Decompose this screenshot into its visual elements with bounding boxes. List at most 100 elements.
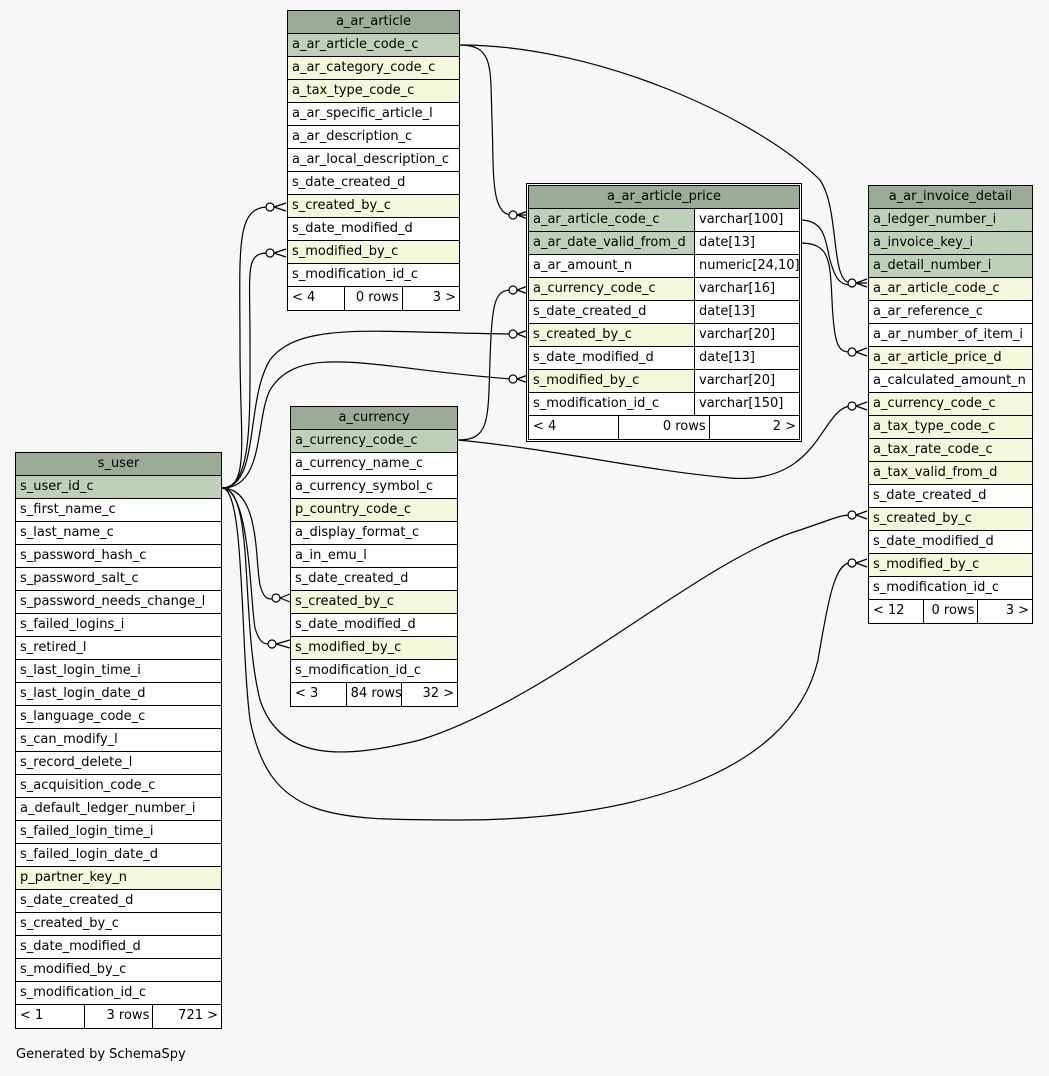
column-row[interactable]: a_currency_name_c bbox=[291, 453, 457, 476]
column-row[interactable]: s_user_id_c bbox=[16, 476, 221, 499]
column-row[interactable]: s_record_delete_l bbox=[16, 752, 221, 775]
column-row[interactable]: s_date_created_d bbox=[291, 568, 457, 591]
table-header[interactable]: a_ar_article_price bbox=[529, 186, 799, 209]
column-row[interactable]: a_calculated_amount_n bbox=[869, 370, 1032, 393]
column-row[interactable]: s_modified_by_c bbox=[869, 554, 1032, 577]
column-row[interactable]: p_partner_key_n bbox=[16, 867, 221, 890]
column-row[interactable]: s_date_modified_d bbox=[291, 614, 457, 637]
table-header[interactable]: a_ar_article bbox=[288, 11, 459, 34]
table-header[interactable]: a_currency bbox=[291, 407, 457, 430]
column-row[interactable]: a_in_emu_l bbox=[291, 545, 457, 568]
column-name: s_acquisition_code_c bbox=[20, 778, 156, 793]
table-header[interactable]: a_ar_invoice_detail bbox=[869, 186, 1032, 209]
column-row[interactable]: s_modified_by_c bbox=[288, 241, 459, 264]
column-row[interactable]: a_default_ledger_number_i bbox=[16, 798, 221, 821]
column-row[interactable]: s_created_by_c bbox=[288, 195, 459, 218]
column-row[interactable]: s_failed_login_date_d bbox=[16, 844, 221, 867]
column-row[interactable]: s_date_created_d bbox=[16, 890, 221, 913]
footer-parent-count[interactable]: < 4 bbox=[292, 290, 316, 305]
column-row[interactable]: p_country_code_c bbox=[291, 499, 457, 522]
column-row[interactable]: s_date_created_d bbox=[869, 485, 1032, 508]
column-row[interactable]: s_last_login_time_i bbox=[16, 660, 221, 683]
column-name: a_currency_code_c bbox=[873, 396, 996, 411]
column-row[interactable]: a_tax_type_code_c bbox=[869, 416, 1032, 439]
column-row[interactable]: a_ar_local_description_c bbox=[288, 149, 459, 172]
column-row[interactable]: a_ar_description_c bbox=[288, 126, 459, 149]
footer-child-count[interactable]: 32 > bbox=[422, 686, 455, 701]
column-row[interactable]: a_ar_specific_article_l bbox=[288, 103, 459, 126]
edge-price-to-invoice-price bbox=[799, 242, 851, 353]
column-row[interactable]: a_tax_rate_code_c bbox=[869, 439, 1032, 462]
footer-parent-count[interactable]: < 1 bbox=[20, 1008, 44, 1023]
column-row[interactable]: s_last_name_c bbox=[16, 522, 221, 545]
column-row[interactable]: s_language_code_c bbox=[16, 706, 221, 729]
column-row[interactable]: s_created_by_c bbox=[16, 913, 221, 936]
column-name: s_created_by_c bbox=[292, 198, 391, 213]
column-name: s_password_hash_c bbox=[20, 548, 147, 563]
column-row[interactable]: a_currency_symbol_c bbox=[291, 476, 457, 499]
column-row[interactable]: a_invoice_key_i bbox=[869, 232, 1032, 255]
column-row[interactable]: a_ar_category_code_c bbox=[288, 57, 459, 80]
column-row[interactable]: s_failed_logins_i bbox=[16, 614, 221, 637]
column-row[interactable]: s_date_modified_d bbox=[16, 936, 221, 959]
column-row[interactable]: s_created_by_c bbox=[291, 591, 457, 614]
column-row[interactable]: s_modification_id_c bbox=[869, 577, 1032, 600]
footer-parent-count[interactable]: < 12 bbox=[873, 603, 905, 618]
column-row[interactable]: s_date_created_d bbox=[288, 172, 459, 195]
column-row[interactable]: a_detail_number_i bbox=[869, 255, 1032, 278]
column-row[interactable]: s_modified_by_c bbox=[16, 959, 221, 982]
column-row[interactable]: s_password_hash_c bbox=[16, 545, 221, 568]
column-row[interactable]: s_created_by_c bbox=[869, 508, 1032, 531]
column-row[interactable]: a_display_format_c bbox=[291, 522, 457, 545]
column-name: a_ar_reference_c bbox=[873, 304, 983, 319]
column-row[interactable]: a_currency_code_c bbox=[869, 393, 1032, 416]
column-row[interactable]: a_ar_article_code_c bbox=[288, 34, 459, 57]
column-row[interactable]: s_failed_login_time_i bbox=[16, 821, 221, 844]
column-row[interactable]: s_first_name_c bbox=[16, 499, 221, 522]
column-row[interactable]: a_tax_valid_from_d bbox=[869, 462, 1032, 485]
column-row[interactable]: s_acquisition_code_c bbox=[16, 775, 221, 798]
column-row[interactable]: a_currency_code_c bbox=[291, 430, 457, 453]
footer-parent-count[interactable]: < 3 bbox=[295, 686, 319, 701]
column-row[interactable]: s_retired_l bbox=[16, 637, 221, 660]
column-row[interactable]: a_ar_article_price_d bbox=[869, 347, 1032, 370]
column-row[interactable]: a_tax_type_code_c bbox=[288, 80, 459, 103]
column-row[interactable]: s_last_login_date_d bbox=[16, 683, 221, 706]
column-row[interactable]: s_date_modified_d bbox=[869, 531, 1032, 554]
footer-child-count[interactable]: 3 > bbox=[1005, 603, 1030, 618]
column-row[interactable]: s_modification_id_c bbox=[288, 264, 459, 287]
column-row[interactable]: s_modification_id_c bbox=[16, 982, 221, 1005]
column-row[interactable]: a_ledger_number_i bbox=[869, 209, 1032, 232]
column-row[interactable]: a_ar_article_code_c bbox=[869, 278, 1032, 301]
column-row[interactable]: s_modified_by_c bbox=[291, 637, 457, 660]
footer-child-count[interactable]: 721 > bbox=[178, 1008, 219, 1023]
column-row[interactable]: s_modification_id_c bbox=[291, 660, 457, 683]
footer-child-count[interactable]: 3 > bbox=[432, 290, 456, 305]
table-header[interactable]: s_user bbox=[16, 453, 221, 476]
column-row[interactable]: s_password_needs_change_l bbox=[16, 591, 221, 614]
column-row[interactable]: s_password_salt_c bbox=[16, 568, 221, 591]
column-name: a_ar_date_valid_from_d bbox=[533, 235, 686, 250]
footer-child-count[interactable]: 2 > bbox=[772, 419, 796, 434]
edge-currency-to-invoice bbox=[457, 405, 851, 479]
column-row[interactable]: a_ar_reference_c bbox=[869, 301, 1032, 324]
footer-parent-count[interactable]: < 4 bbox=[533, 419, 557, 434]
column-row[interactable]: s_date_modified_d bbox=[288, 218, 459, 241]
column-row[interactable]: a_ar_number_of_item_i bbox=[869, 324, 1032, 347]
column-row[interactable]: s_can_modify_l bbox=[16, 729, 221, 752]
